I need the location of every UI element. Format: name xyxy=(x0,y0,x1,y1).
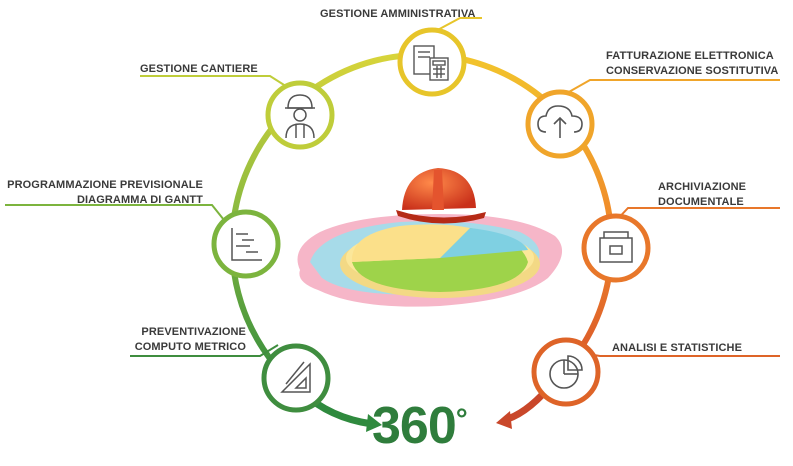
node-circles xyxy=(211,27,651,413)
leader-fatturazione xyxy=(559,79,780,98)
label-analisi: ANALISI E STATISTICHE xyxy=(612,341,742,356)
label-fatturazione: FATTURAZIONE ELETTRONICA CONSERVAZIONE S… xyxy=(606,49,778,79)
leader-preventivazione xyxy=(130,344,279,357)
leader-cantiere xyxy=(140,75,293,91)
label-gestione-cantiere: GESTIONE CANTIERE xyxy=(140,62,258,77)
label-archiviazione: ARCHIVIAZIONE DOCUMENTALE xyxy=(658,180,746,210)
label-preventivazione: PREVENTIVAZIONE COMPUTO METRICO xyxy=(132,325,246,355)
brand-360: 360° xyxy=(372,397,468,455)
label-line: DOCUMENTALE xyxy=(658,196,744,208)
label-line: PROGRAMMAZIONE PREVISIONALE xyxy=(7,179,203,191)
folder-archive-icon xyxy=(599,231,633,263)
arrow-green-head xyxy=(366,414,382,432)
brand-number: 360 xyxy=(372,397,457,455)
label-line: GESTIONE AMMINISTRATIVA xyxy=(320,8,476,20)
node-archiviazione xyxy=(581,213,651,283)
ruler-triangle-icon xyxy=(280,361,311,393)
helmet-icon xyxy=(396,168,486,224)
label-line: GESTIONE CANTIERE xyxy=(140,63,258,75)
ring-left-arc xyxy=(229,51,433,395)
label-programmazione: PROGRAMMAZIONE PREVISIONALE DIAGRAMMA DI… xyxy=(5,178,203,208)
leader-programmazione xyxy=(5,204,229,226)
cloud-upload-icon xyxy=(537,105,583,138)
label-line: COMPUTO METRICO xyxy=(134,341,246,353)
leader-amministrativa xyxy=(431,17,482,34)
label-line: ANALISI E STATISTICHE xyxy=(612,342,743,354)
arrow-orange-head xyxy=(496,411,512,429)
label-line: DIAGRAMMA DI GANTT xyxy=(76,194,203,206)
node-analisi xyxy=(531,337,601,407)
node-programmazione xyxy=(211,209,281,279)
gantt-chart-icon xyxy=(231,228,262,261)
label-line: FATTURAZIONE ELETTRONICA xyxy=(606,50,774,62)
pie-chart-icon xyxy=(549,355,583,389)
label-line: PREVENTIVAZIONE xyxy=(141,326,246,338)
construction-worker-icon xyxy=(285,94,315,139)
central-illustration xyxy=(297,168,563,307)
spreadsheet-calculator-icon xyxy=(413,45,449,81)
node-preventivazione xyxy=(261,343,331,413)
label-line: ARCHIVIAZIONE xyxy=(658,181,747,193)
node-cantiere xyxy=(265,80,335,150)
node-amministrativa xyxy=(397,27,467,97)
label-gestione-amministrativa: GESTIONE AMMINISTRATIVA xyxy=(320,7,475,22)
ring-right-arc xyxy=(431,52,615,383)
brand-degree: ° xyxy=(455,403,468,436)
label-line: CONSERVAZIONE SOSTITUTIVA xyxy=(606,65,779,77)
node-fatturazione xyxy=(525,89,595,159)
